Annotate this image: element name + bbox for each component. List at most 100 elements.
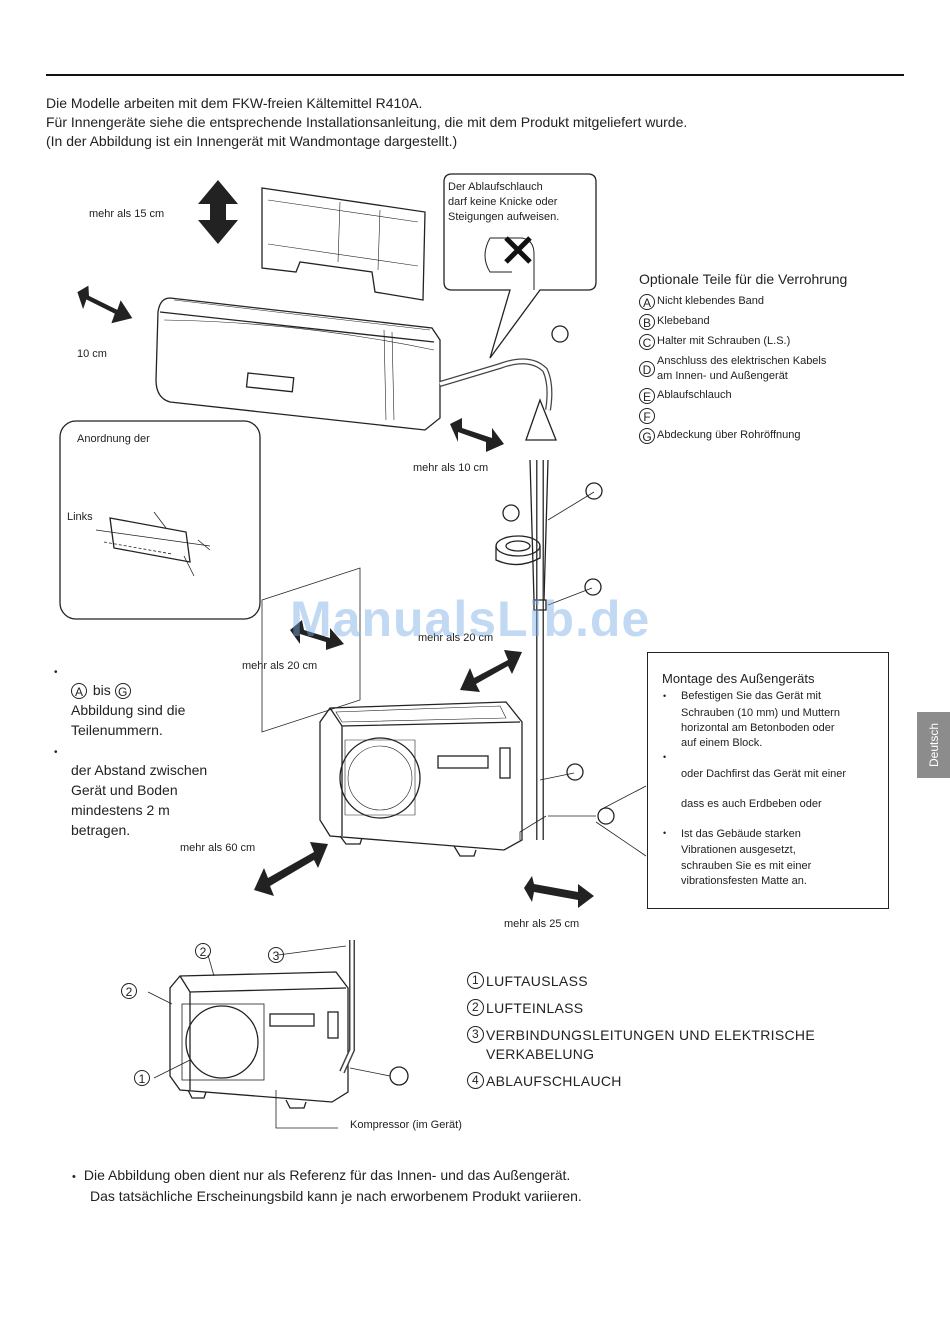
om-line-10: vibrationsfesten Matte an. (681, 875, 807, 887)
legend-text-3b: VERKABELUNG (486, 1046, 595, 1062)
note-line-6: mindestens 2 m (71, 802, 170, 818)
note-letter-a: A (71, 683, 87, 700)
indoor-unit (155, 297, 441, 431)
callout-1: 1 (134, 1070, 150, 1086)
legend-num-4: 4 (467, 1072, 484, 1089)
part-b-text: Klebeband (657, 315, 710, 327)
note-line-4: der Abstand zwischen (71, 762, 208, 778)
outdoor-unit (319, 701, 523, 851)
note-bis: bis (92, 682, 111, 698)
part-e-text: Ablaufschlauch (657, 389, 732, 401)
drain-note-line-1: Der Ablaufschlauch (448, 181, 543, 193)
label-kompressor: Kompressor (im Gerät) (350, 1119, 462, 1131)
callout-2-left: 2 (121, 983, 137, 999)
intro-text: Die Modelle arbeiten mit dem FKW-freien … (46, 94, 687, 151)
om-line-9: schrauben Sie es mit einer (681, 860, 812, 872)
note-letter-g: G (114, 683, 131, 700)
arrangement-left-label: Links (67, 511, 93, 523)
callout-2-top: 2 (195, 943, 211, 959)
footer-note: • Die Abbildung oben dient nur als Refere… (72, 1166, 582, 1206)
part-e-letter: E (639, 388, 655, 404)
outdoor-mount-box: Montage des Außengeräts • Befestigen Sie… (647, 652, 889, 909)
legend-num-3: 3 (467, 1026, 484, 1043)
footer-line-2: Das tatsächliche Erscheinungsbild kann j… (90, 1188, 582, 1204)
part-f-letter: F (639, 408, 655, 424)
note-bullet-2: • (54, 747, 58, 758)
drain-note-line-3: Steigungen aufweisen. (448, 211, 560, 223)
om-bullet-2: • (663, 752, 667, 762)
om-line-2: Schrauben (10 mm) und Muttern (681, 707, 840, 719)
callout-3: 3 (268, 947, 284, 963)
notes-list: • A bis G Abbildung sind die Teilenummer… (54, 660, 207, 840)
om-line-4: auf einem Block. (681, 737, 763, 749)
om-line-1: Befestigen Sie das Gerät mit (681, 690, 822, 702)
om-line-6: dass es auch Erdbeben oder (681, 798, 822, 810)
note-line-3: Teilenummern. (71, 722, 163, 738)
language-tab-label: Deutsch (926, 722, 941, 768)
part-d-text-2: am Innen- und Außengerät (657, 370, 788, 382)
legend-num-2: 2 (467, 999, 484, 1016)
watermark: ManualsLib.de (290, 591, 651, 647)
part-f: F (639, 408, 847, 424)
outdoor-unit-small (169, 971, 349, 1103)
part-g-letter: G (639, 428, 655, 444)
legend-num-1: 1 (467, 972, 484, 989)
legend-text-2: LUFTEINLASS (486, 1000, 584, 1016)
legend-text-3: VERBINDUNGSLEITUNGEN UND ELEKTRISCHE (486, 1027, 815, 1043)
label-mehr-60cm: mehr als 60 cm (180, 842, 256, 854)
legend-text-1: LUFTAUSLASS (486, 973, 588, 989)
intro-line-3: (In der Abbildung ist ein Innengerät mit… (46, 133, 458, 149)
label-mehr-20cm-left: mehr als 20 cm (242, 660, 318, 672)
footer-line-1: Die Abbildung oben dient nur als Referen… (83, 1167, 571, 1183)
part-d-letter: D (639, 361, 655, 377)
note-line-5: Gerät und Boden (71, 782, 178, 798)
om-bullet-3: • (663, 828, 667, 838)
label-mehr-15cm: mehr als 15 cm (89, 208, 165, 220)
part-a-letter: A (639, 294, 655, 310)
om-bullet-1: • (663, 691, 667, 701)
optional-parts-title: Optionale Teile für die Verrohrung (639, 271, 848, 287)
part-c-text: Halter mit Schrauben (L.S.) (657, 335, 791, 347)
drain-note-text: Der Ablaufschlauch darf keine Knicke ode… (448, 180, 559, 225)
label-10cm: 10 cm (77, 348, 107, 360)
legend-text-4: ABLAUFSCHLAUCH (486, 1073, 622, 1089)
om-line-5: oder Dachfirst das Gerät mit einer (681, 768, 847, 780)
mounting-plate (261, 187, 426, 301)
part-d-text: Anschluss des elektrischen Kabels (657, 355, 827, 367)
outdoor-mount-title: Montage des Außengeräts (662, 671, 815, 686)
part-a-text: Nicht klebendes Band (657, 295, 765, 307)
part-c-letter: C (639, 334, 655, 350)
intro-line-1: Die Modelle arbeiten mit dem FKW-freien … (46, 95, 423, 111)
label-mehr-20cm-right: mehr als 20 cm (418, 632, 494, 644)
top-rule (46, 74, 904, 76)
note-line-2: Abbildung sind die (71, 702, 186, 718)
om-line-3: horizontal am Betonboden oder (681, 722, 835, 734)
part-b-letter: B (639, 314, 655, 330)
label-mehr-10cm: mehr als 10 cm (413, 462, 489, 474)
drain-note-bubble (443, 173, 597, 359)
om-line-8: Vibrationen ausgesetzt, (681, 844, 796, 856)
intro-line-2: Für Innengeräte siehe die entsprechende … (46, 114, 688, 130)
arrangement-title: Anordnung der (77, 433, 150, 445)
part-g-text: Abdeckung über Rohröffnung (657, 429, 801, 441)
note-line-7: betragen. (71, 822, 131, 838)
drain-note-line-2: darf keine Knicke oder (448, 196, 558, 208)
om-line-7: Ist das Gebäude starken (681, 828, 801, 840)
note-bullet-1: • (54, 667, 58, 678)
label-mehr-25cm: mehr als 25 cm (504, 918, 580, 930)
language-tab[interactable]: Deutsch (917, 712, 950, 778)
note-line-1: A bis G (54, 680, 207, 700)
footer-bullet: • (72, 1171, 76, 1183)
